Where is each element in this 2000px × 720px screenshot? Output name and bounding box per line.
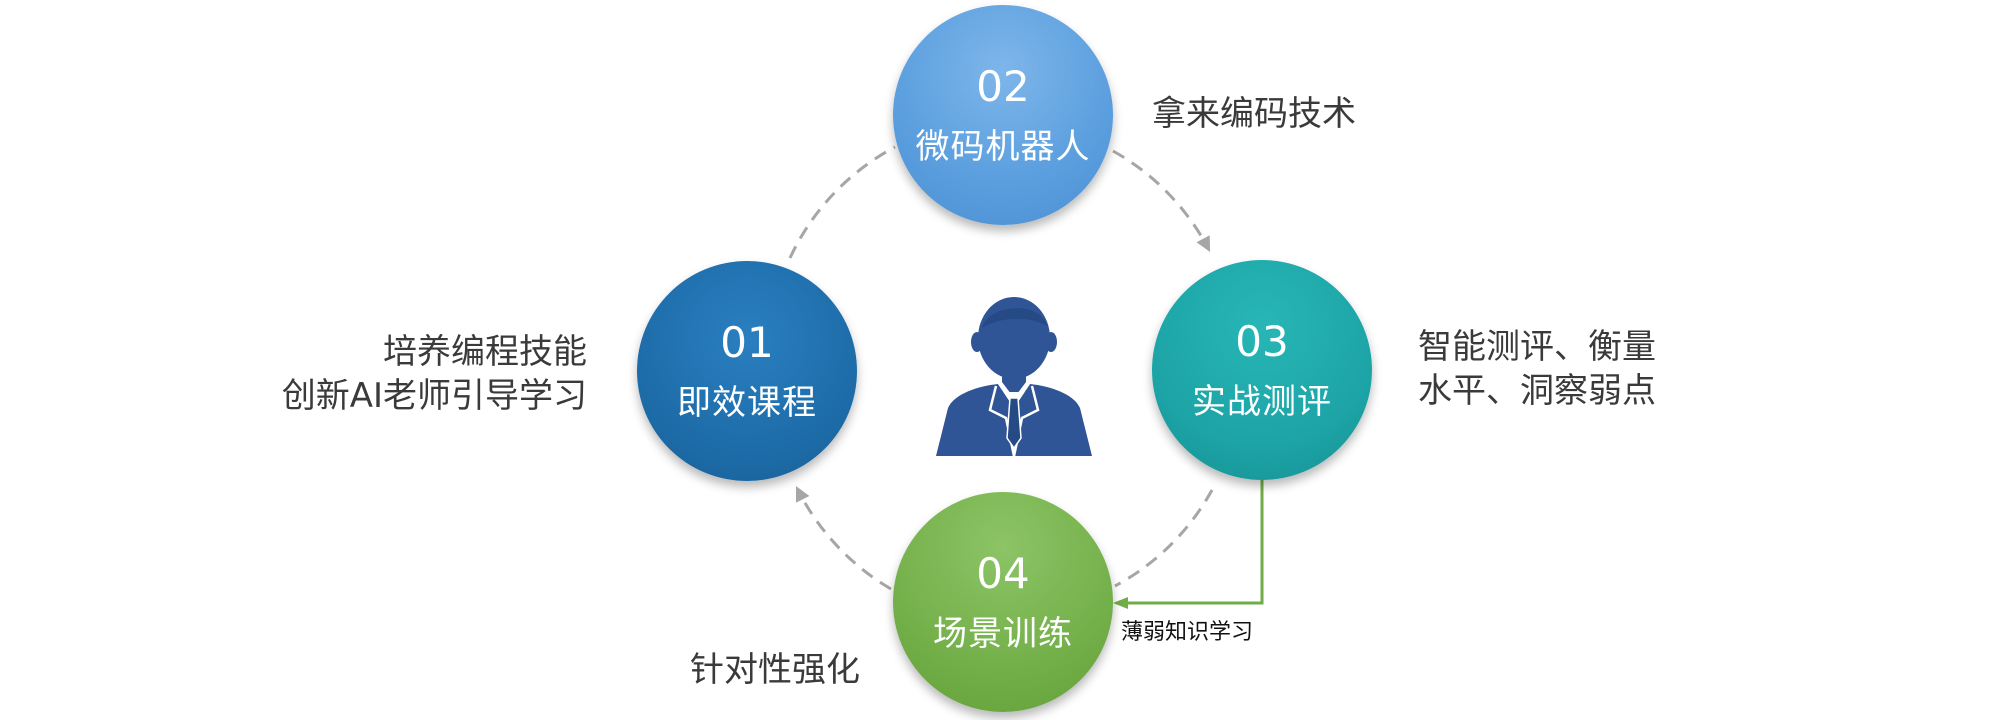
node-03-practical-assessment: 03 实战测评 <box>1152 260 1372 480</box>
node-01-instant-course: 01 即效课程 <box>637 261 857 481</box>
node-label: 微码机器人 <box>915 127 1091 167</box>
note-04: 针对性强化 <box>690 650 860 690</box>
node-04-scenario-training: 04 场景训练 <box>893 492 1113 712</box>
node-number: 02 <box>976 62 1030 111</box>
node-label: 场景训练 <box>933 614 1073 654</box>
note-02: 拿来编码技术 <box>1152 94 1356 134</box>
feedback-label: 薄弱知识学习 <box>1121 620 1254 645</box>
node-02-micro-code-robot: 02 微码机器人 <box>893 5 1113 225</box>
note-01-line-1: 培养编程技能 <box>383 332 587 372</box>
note-01: 培养编程技能 创新AI老师引导学习 <box>282 330 587 418</box>
note-01-line-2: 创新AI老师引导学习 <box>281 376 587 417</box>
arrow-03-to-04 <box>1114 489 1214 588</box>
feedback-arrow <box>1113 480 1264 609</box>
note-03: 智能测评、衡量 水平、洞察弱点 <box>1418 325 1656 413</box>
note-03-line-1: 智能测评、衡量 <box>1418 327 1656 367</box>
node-number: 03 <box>1235 317 1289 366</box>
arrow-04-to-01 <box>795 485 892 591</box>
business-person-icon <box>936 297 1092 457</box>
node-number: 01 <box>720 318 774 367</box>
arrow-02-to-03 <box>1112 149 1211 252</box>
arrow-01-to-02 <box>788 145 896 259</box>
node-label: 即效课程 <box>677 383 817 423</box>
note-03-line-2: 水平、洞察弱点 <box>1418 371 1656 412</box>
node-label: 实战测评 <box>1192 382 1332 422</box>
node-number: 04 <box>976 549 1030 598</box>
